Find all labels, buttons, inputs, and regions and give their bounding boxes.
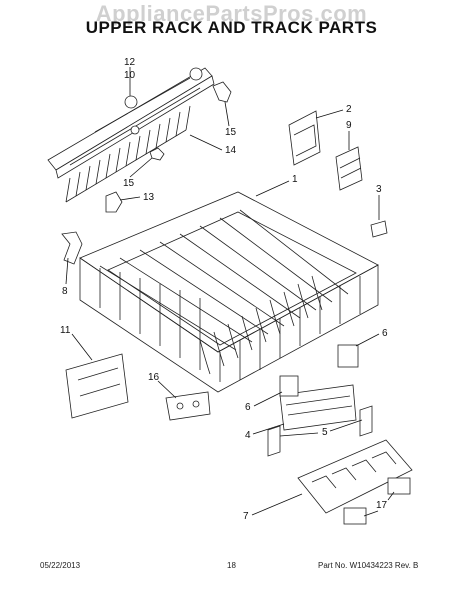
clip-part-13[interactable]	[105, 191, 123, 213]
callout-6a[interactable]: 6	[382, 328, 388, 339]
callout-15b[interactable]: 15	[123, 178, 135, 189]
rack-adjuster-part-2[interactable]	[288, 110, 321, 166]
roller-part-17[interactable]	[343, 477, 411, 525]
footer-part-number: Part No. W10434223 Rev. B	[318, 561, 419, 570]
callout-8[interactable]: 8	[62, 286, 68, 297]
callout-16[interactable]: 16	[148, 372, 160, 383]
clip-part-16[interactable]	[165, 391, 211, 421]
callout-7[interactable]: 7	[243, 511, 249, 522]
clip-part-15b[interactable]	[149, 147, 165, 161]
tine-row	[65, 105, 191, 203]
callout-15a[interactable]: 15	[225, 127, 237, 138]
stop-part-6a[interactable]	[337, 344, 359, 368]
callout-9[interactable]: 9	[346, 120, 352, 131]
rack-adjuster-cover-part-9[interactable]	[335, 146, 363, 191]
clip-part-8[interactable]	[61, 231, 83, 265]
tray-part-11[interactable]	[65, 353, 129, 419]
stop-clip-part-3[interactable]	[370, 220, 388, 238]
clip-part-15a[interactable]	[212, 81, 232, 103]
callout-1[interactable]: 1	[292, 174, 298, 185]
callout-13[interactable]: 13	[143, 192, 155, 203]
end-cap-part-5[interactable]	[267, 405, 373, 457]
upper-track-assembly[interactable]	[47, 67, 215, 203]
rack-grid-wires	[99, 209, 361, 382]
callout-4[interactable]: 4	[245, 430, 251, 441]
callout-5[interactable]: 5	[322, 427, 328, 438]
callout-10[interactable]: 10	[124, 70, 136, 81]
page-title: UPPER RACK AND TRACK PARTS	[85, 18, 378, 37]
stop-part-6b[interactable]	[279, 375, 299, 397]
upper-rack-basket[interactable]	[79, 191, 379, 393]
footer-page-number: 18	[227, 561, 236, 570]
callout-11[interactable]: 11	[60, 325, 71, 336]
callout-3[interactable]: 3	[376, 184, 382, 195]
callout-2[interactable]: 2	[346, 104, 352, 115]
track-support-part-7[interactable]	[297, 439, 413, 514]
callout-17[interactable]: 17	[376, 500, 388, 511]
callout-12[interactable]: 12	[124, 57, 136, 68]
track-assembly-part-4[interactable]	[279, 384, 357, 431]
callout-14[interactable]: 14	[225, 145, 237, 156]
footer-date: 05/22/2013	[40, 561, 81, 570]
callout-6b[interactable]: 6	[245, 402, 251, 413]
fold-down-tines	[199, 275, 323, 375]
